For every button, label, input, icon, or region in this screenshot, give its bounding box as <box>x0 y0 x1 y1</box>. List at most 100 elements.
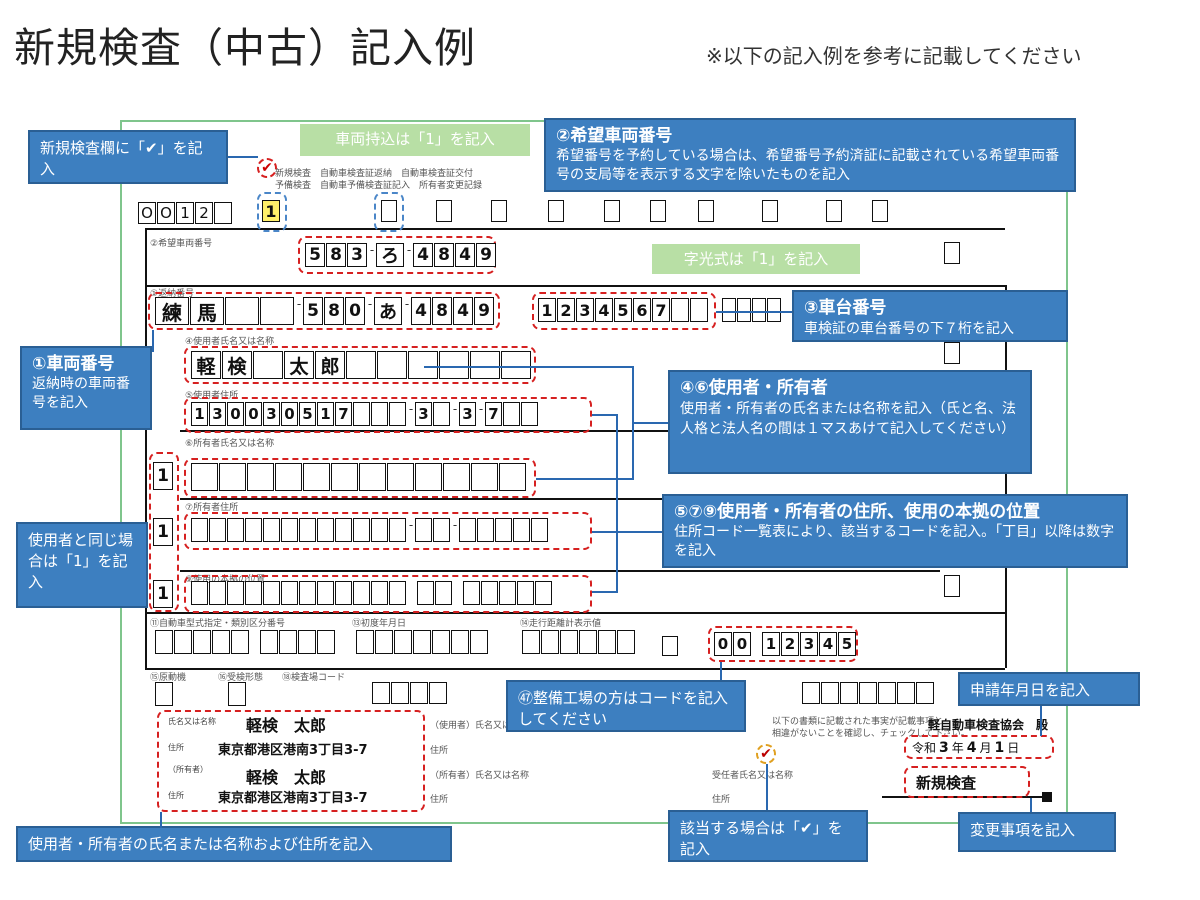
apply-date[interactable]: 令和 3 年 4 月 1 日 <box>912 740 1020 756</box>
type-checkbox[interactable]: 1 <box>262 200 280 222</box>
chassis-digit[interactable]: 2 <box>557 298 575 322</box>
hope-number-char[interactable]: ろ <box>376 243 404 267</box>
callout-vehicle-number-title: ①車両番号 <box>32 354 115 374</box>
user-name-char[interactable] <box>439 351 469 379</box>
connector-line <box>720 662 722 680</box>
vehicle-number-class[interactable]: 8 <box>324 297 344 325</box>
inspection-type-box[interactable] <box>228 682 246 706</box>
chassis-digit[interactable] <box>690 298 708 322</box>
applicable-check[interactable]: ✔ <box>756 744 776 764</box>
user-name-char[interactable]: 検 <box>222 351 252 379</box>
address-code-digit[interactable]: 0 <box>227 402 244 426</box>
user-name-char[interactable] <box>346 351 376 379</box>
callout-character-light: 字光式は「1」を記入 <box>652 244 860 274</box>
user-name-char[interactable] <box>470 351 500 379</box>
same-as-user-owner-address[interactable]: 1 <box>153 518 173 546</box>
user-name-char[interactable] <box>253 351 283 379</box>
vehicle-number-hira[interactable]: あ <box>374 297 402 325</box>
chassis-digit[interactable]: 7 <box>652 298 670 322</box>
odometer-unit-box[interactable] <box>662 636 678 656</box>
form-checkbox[interactable] <box>944 342 960 364</box>
chassis-digit[interactable]: 5 <box>614 298 632 322</box>
form-checkbox[interactable] <box>872 200 888 222</box>
vehicle-number-class[interactable]: 0 <box>345 297 365 325</box>
form-number-digit: O <box>138 202 156 224</box>
vehicle-number-digit[interactable]: 8 <box>432 297 452 325</box>
chassis-digit[interactable] <box>671 298 689 322</box>
form-checkbox[interactable] <box>604 200 620 222</box>
address-code-digit[interactable]: 0 <box>281 402 298 426</box>
hope-number-boxes: 5 8 3 - ろ - 4 8 4 9 <box>305 243 497 267</box>
hope-number-char[interactable]: 3 <box>347 243 367 267</box>
bring-checkbox[interactable] <box>381 200 397 222</box>
hope-number-char[interactable]: 8 <box>326 243 346 267</box>
user-name-char[interactable]: 太 <box>284 351 314 379</box>
address-code-digit[interactable]: 7 <box>335 402 352 426</box>
chassis-digit[interactable]: 3 <box>576 298 594 322</box>
vehicle-number-region[interactable]: 練 <box>155 297 189 325</box>
hope-number-char[interactable]: 9 <box>476 243 496 267</box>
same-as-user-owner[interactable]: 1 <box>153 462 173 490</box>
garage-code-digit[interactable]: 3 <box>800 632 818 656</box>
garage-code-digit[interactable]: 2 <box>781 632 799 656</box>
garage-code-digit[interactable]: 1 <box>762 632 780 656</box>
address-chome[interactable]: 3 <box>415 402 432 426</box>
hope-number-char[interactable]: 4 <box>413 243 433 267</box>
address-code-digit[interactable]: 3 <box>263 402 280 426</box>
vehicle-number-digit[interactable]: 9 <box>474 297 494 325</box>
user-name-char[interactable]: 軽 <box>191 351 221 379</box>
engine-box[interactable] <box>155 682 173 706</box>
address-code-digit[interactable]: 5 <box>299 402 316 426</box>
change-item-text[interactable]: 新規検査 <box>916 774 977 792</box>
address-code-digit[interactable]: 1 <box>191 402 208 426</box>
vehicle-number-region[interactable] <box>260 297 294 325</box>
vehicle-number-digit[interactable]: 4 <box>411 297 431 325</box>
signature-owner-address-label: 住所 <box>168 791 184 800</box>
form-checkbox[interactable] <box>491 200 507 222</box>
callout-applicable-check: 該当する場合は「✔」を記入 <box>668 810 868 862</box>
address-code-digit[interactable]: 0 <box>245 402 262 426</box>
chassis-digit[interactable]: 1 <box>538 298 556 322</box>
garage-code-digit[interactable]: 4 <box>819 632 837 656</box>
hope-number-char[interactable]: 4 <box>455 243 475 267</box>
form-checkbox[interactable] <box>944 575 960 597</box>
connector-line <box>536 478 634 480</box>
form-label: ⑪自動車型式指定・類別区分番号 <box>150 619 286 629</box>
garage-code-digit[interactable]: 0 <box>714 632 732 656</box>
chassis-digit[interactable]: 6 <box>633 298 651 322</box>
same-as-user-location[interactable]: 1 <box>153 580 173 608</box>
hope-number-char[interactable]: 8 <box>434 243 454 267</box>
vehicle-number-class[interactable]: 5 <box>303 297 323 325</box>
callout-garage: ㊼整備工場の方はコードを記入してください <box>506 680 746 732</box>
vehicle-number-region[interactable] <box>225 297 259 325</box>
garage-code-digit[interactable]: 5 <box>838 632 856 656</box>
garage-code-digit[interactable]: 0 <box>733 632 751 656</box>
address-code-digit[interactable]: 1 <box>317 402 334 426</box>
vehicle-number-digit[interactable]: 4 <box>453 297 473 325</box>
vehicle-number-outline <box>148 292 500 330</box>
form-checkbox[interactable] <box>698 200 714 222</box>
form-checkbox[interactable] <box>548 200 564 222</box>
form-label: ⑤使用者住所 <box>185 391 239 401</box>
connector-line <box>592 414 618 416</box>
address-go[interactable]: 7 <box>485 402 502 426</box>
vehicle-number-region[interactable]: 馬 <box>190 297 224 325</box>
form-label: ④使用者氏名又は名称 <box>185 337 275 347</box>
user-name-char[interactable] <box>408 351 438 379</box>
user-name-char[interactable]: 郎 <box>315 351 345 379</box>
connector-line <box>160 812 162 828</box>
form-checkbox[interactable] <box>826 200 842 222</box>
form-checkbox[interactable] <box>436 200 452 222</box>
user-name-char[interactable] <box>377 351 407 379</box>
hope-number-char[interactable]: 5 <box>305 243 325 267</box>
garage-code-boxes: 0 0 1 2 3 4 5 <box>714 632 857 656</box>
form-checkbox[interactable] <box>944 242 960 264</box>
chassis-digit[interactable]: 4 <box>595 298 613 322</box>
user-name-char[interactable] <box>501 351 531 379</box>
character-light-checkbox[interactable] <box>650 200 666 222</box>
address-banchi[interactable]: 3 <box>459 402 476 426</box>
signature-user-name: 軽検 太郎 <box>246 716 327 735</box>
address-code-digit[interactable]: 3 <box>209 402 226 426</box>
new-inspection-check[interactable]: ✔ <box>257 158 277 178</box>
form-checkbox[interactable] <box>762 200 778 222</box>
